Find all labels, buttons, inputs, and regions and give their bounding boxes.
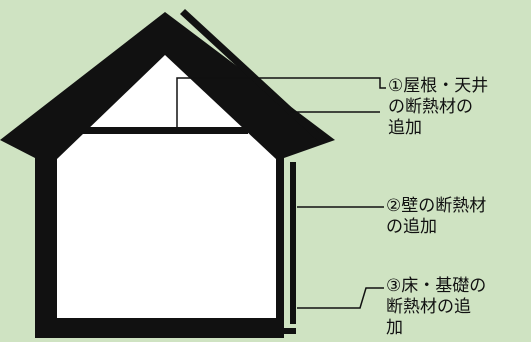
label-line: の追加 bbox=[386, 217, 437, 237]
label-line: 加 bbox=[386, 318, 403, 338]
ceiling-insulation bbox=[71, 127, 248, 134]
house-interior bbox=[57, 55, 276, 318]
leader-line-floor bbox=[297, 287, 384, 309]
label-line: 追加 bbox=[388, 118, 422, 138]
floor-insulation bbox=[60, 328, 296, 334]
label-floor-foundation-insulation: ③床・基礎の 断熱材の追 加 bbox=[386, 276, 486, 339]
label-line: 断熱材の追 bbox=[386, 297, 471, 317]
leader-line-roof-ceiling bbox=[176, 77, 386, 127]
label-line: の断熱材の bbox=[388, 97, 473, 117]
label-line: ②壁の断熱材 bbox=[386, 196, 487, 216]
roof-insulation bbox=[180, 9, 326, 144]
wall-insulation bbox=[290, 162, 296, 324]
label-line: ①屋根・天井 bbox=[388, 76, 489, 96]
label-roof-ceiling-insulation: ①屋根・天井 の断熱材の 追加 bbox=[388, 76, 488, 139]
label-wall-insulation: ②壁の断熱材 の追加 bbox=[386, 196, 486, 238]
label-line: ③床・基礎の bbox=[386, 276, 487, 296]
